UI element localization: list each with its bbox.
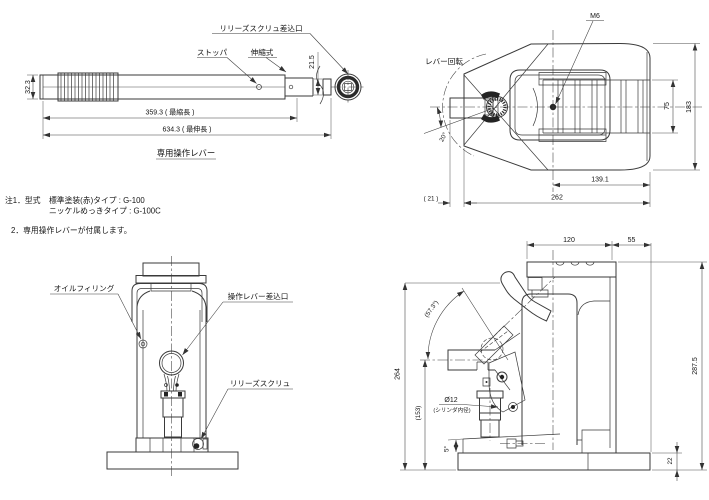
dim-lever-min-length: 359.3 ( 最縮長 ) [145, 108, 194, 117]
dim-bore-note: (シリンダ内径) [433, 406, 470, 414]
lever-caption: 専用操作レバー [157, 148, 216, 158]
dim-lever-max-length: 634.3 ( 最伸長 ) [162, 125, 211, 134]
dim-toe-length: 139.1 [591, 177, 609, 184]
side-view-linework [420, 250, 651, 471]
dim-lever-angle: (57.3°) [423, 299, 440, 319]
dim-bore: Ø12 [444, 397, 457, 404]
side-view-dimensions: 120 55 287.5 22 264 (153) (57.3°) 5° Ø12 [395, 237, 707, 481]
side-view: 120 55 287.5 22 264 (153) (57.3°) 5° Ø12 [395, 237, 707, 481]
label-release-screw: リリーズスクリュ [230, 378, 290, 388]
dim-back-depth: 55 [628, 237, 636, 244]
dim-lever-overhang: ( 21 ) [424, 196, 439, 203]
label-stopper: ストッパ [197, 48, 228, 57]
note1-prefix: 注1．型式 [5, 195, 41, 205]
label-telescopic: 伸縮式 [251, 47, 274, 57]
note2: 2．専用操作レバーが付属します。 [11, 225, 132, 235]
front-view-linework [106, 256, 239, 477]
lever-end-view [331, 70, 365, 104]
label-release-screw-socket: リリーズスクリュ差込口 [219, 23, 302, 33]
label-lever-rotation: レバー回転 [425, 57, 463, 66]
lever-dimensions: 32.3 21.5 359.3 ( 最縮長 ) 634.3 ( 最伸長 ) [25, 52, 332, 139]
label-oil-filling: オイルフィリング [54, 283, 115, 293]
dim-lever-end-od: 21.5 [309, 55, 316, 69]
notes-block: 注1．型式 標準塗装(赤)タイプ : G-100 ニッケルめっきタイプ : G-… [5, 195, 161, 235]
front-view: オイルフィリング 操作レバー差込口 リリーズスクリュ [50, 256, 293, 477]
label-m6-thread: M6 [590, 13, 600, 20]
top-view: 20° 183 75 139.1 262 ( 21 ) M6 レバー回転 [424, 13, 702, 207]
top-view-dimensions: 20° 183 75 139.1 262 ( 21 ) [424, 43, 700, 207]
top-view-labels: M6 レバー回転 [425, 13, 604, 105]
lever-view: 32.3 21.5 359.3 ( 最縮長 ) 634.3 ( 最伸長 ) リリ… [25, 23, 365, 160]
dim-pivot-height: (153) [415, 406, 422, 421]
note1-line2: ニッケルめっきタイプ : G-100C [49, 207, 161, 216]
dim-base-thickness: 22 [667, 457, 674, 465]
label-lever-socket: 操作レバー差込口 [228, 291, 289, 301]
dim-seat-angle: 5° [443, 446, 451, 453]
dim-total-height: 287.5 [692, 357, 699, 375]
top-view-linework [430, 30, 702, 192]
dim-head-depth: 120 [563, 237, 575, 244]
front-view-labels: オイルフィリング 操作レバー差込口 リリーズスクリュ [50, 283, 293, 440]
note1-line1: 標準塗装(赤)タイプ : G-100 [49, 195, 145, 205]
dim-ram-width: 75 [664, 102, 671, 110]
dim-rotation-angle: 20° [437, 131, 449, 144]
dim-body-width: 183 [686, 101, 693, 113]
lever-labels: リリーズスクリュ差込口 ストッパ 伸縮式 専用操作レバー [156, 23, 349, 160]
dim-lever-od: 32.3 [25, 80, 32, 94]
dim-body-height: 264 [395, 368, 402, 380]
dim-body-length: 262 [551, 195, 563, 202]
lever-linework [39, 65, 332, 105]
